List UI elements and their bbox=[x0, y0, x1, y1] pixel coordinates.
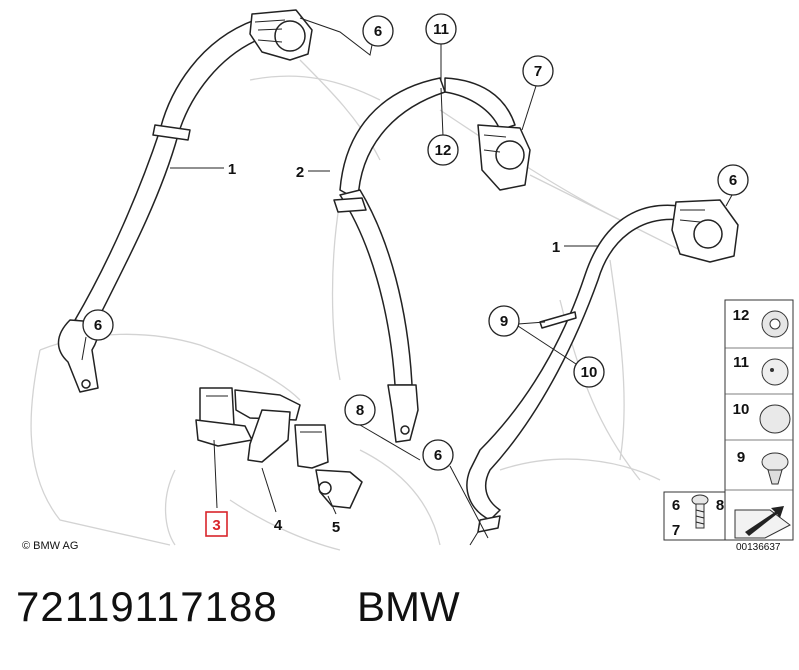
arrow-icon bbox=[734, 506, 791, 539]
legend-item-11: 11 bbox=[733, 354, 749, 371]
cap-icon bbox=[761, 358, 789, 386]
callout-12-mid: 12 bbox=[427, 134, 459, 166]
callout-6-bottom: 6 bbox=[422, 439, 454, 471]
callout-10-label: 10 bbox=[581, 364, 598, 381]
callout-6-top: 6 bbox=[362, 15, 394, 47]
callout-9-label: 9 bbox=[500, 313, 508, 330]
brand-name: BMW bbox=[357, 583, 460, 630]
middle-seat-belt bbox=[333, 77, 531, 443]
copyright-text: © BMW AG bbox=[22, 540, 79, 552]
legend-item-9: 9 bbox=[737, 449, 745, 466]
callout-11: 11 bbox=[425, 13, 457, 45]
callout-8-label: 8 bbox=[356, 402, 364, 419]
buckle-group bbox=[195, 387, 363, 509]
callout-8: 8 bbox=[344, 394, 376, 426]
label-1-right: 1 bbox=[552, 239, 560, 256]
callout-6-top-label: 6 bbox=[374, 23, 382, 40]
legend-item-12: 12 bbox=[733, 307, 750, 324]
legend-combo-8: 8 bbox=[716, 497, 724, 514]
plug-icon bbox=[759, 404, 791, 434]
callout-6-bottom-label: 6 bbox=[434, 447, 442, 464]
label-2: 2 bbox=[296, 164, 304, 181]
callout-7-label: 7 bbox=[534, 63, 542, 80]
clip-icon bbox=[761, 452, 789, 485]
callout-11-label: 11 bbox=[433, 21, 449, 38]
legend-item-10: 10 bbox=[733, 401, 750, 418]
bolt-icon bbox=[691, 494, 709, 529]
legend-combo-7: 7 bbox=[672, 522, 680, 539]
callout-6-right-label: 6 bbox=[729, 172, 737, 189]
callout-7: 7 bbox=[522, 55, 554, 87]
label-5: 5 bbox=[332, 519, 340, 536]
label-1-left: 1 bbox=[228, 161, 236, 178]
callout-10: 10 bbox=[573, 356, 605, 388]
right-seat-belt bbox=[466, 199, 739, 546]
diagram-code: 00136637 bbox=[736, 542, 781, 553]
part-number: 72119117188 bbox=[16, 583, 278, 630]
callout-12-mid-label: 12 bbox=[435, 142, 452, 159]
highlight-part-3: 3 bbox=[205, 511, 228, 537]
nut-icon bbox=[761, 310, 789, 338]
label-4: 4 bbox=[274, 517, 283, 534]
legend-combo-6: 6 bbox=[672, 497, 680, 514]
callout-6-right: 6 bbox=[717, 164, 749, 196]
legend-panel: 12 11 10 9 6 8 7 bbox=[663, 299, 794, 541]
callout-6-left: 6 bbox=[82, 309, 114, 341]
callout-9: 9 bbox=[488, 305, 520, 337]
leader-lines bbox=[81, 17, 733, 539]
label-3-highlight: 3 bbox=[212, 517, 220, 534]
callout-6-left-label: 6 bbox=[94, 317, 102, 334]
